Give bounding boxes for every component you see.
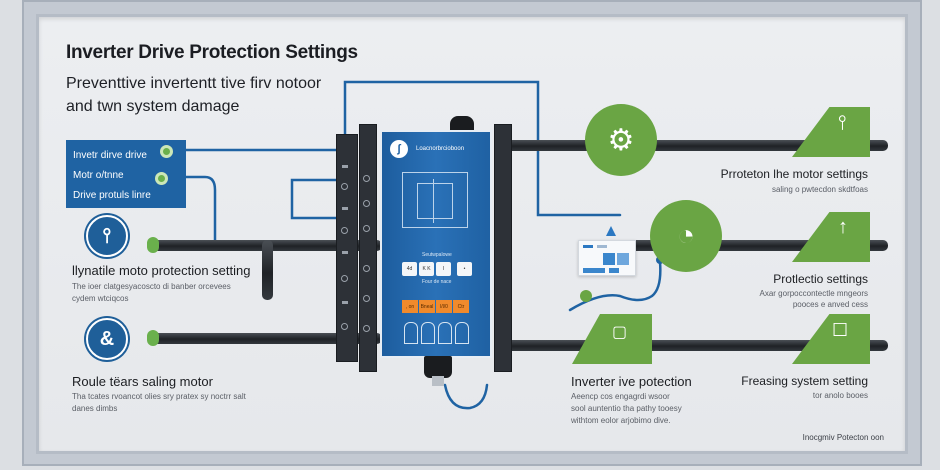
device-connector-top bbox=[450, 116, 474, 134]
desc-line: pooces e anved cess bbox=[792, 300, 868, 309]
function-button[interactable]: Bneal bbox=[419, 300, 435, 313]
fork-glyph: ⫯ bbox=[838, 112, 847, 134]
desc-line: cydem wtciqcos bbox=[72, 294, 129, 303]
footer-note: Inocgmiv Potecton oon bbox=[802, 433, 884, 442]
toggle-knob[interactable] bbox=[160, 145, 173, 158]
device-connector-bottom bbox=[424, 356, 452, 378]
wire-bottom bbox=[443, 383, 489, 410]
terminal-rail bbox=[336, 134, 358, 362]
terminal-rail bbox=[359, 124, 377, 372]
warning-icon bbox=[606, 226, 616, 236]
control-buttons: 4d K K I • bbox=[402, 262, 472, 276]
function-button[interactable]: , on bbox=[402, 300, 418, 313]
gauge-icon: ◔ bbox=[650, 200, 722, 272]
pipe-right-top bbox=[500, 140, 888, 151]
desc-line: Tha tcates rvoancot olies sry pratex sy … bbox=[72, 392, 246, 401]
section-title: Freasing system setting bbox=[741, 374, 868, 388]
brand-logo-icon: ʃ bbox=[390, 140, 408, 158]
setting-row[interactable]: Invetr dirve drive bbox=[73, 147, 179, 164]
setting-label: Drive protuls linre bbox=[73, 190, 151, 201]
motor-icon: & bbox=[86, 318, 128, 360]
output-terminals bbox=[404, 322, 469, 344]
pipe-left-riser bbox=[262, 240, 273, 300]
setting-row[interactable]: Motr o/tnne bbox=[73, 167, 179, 184]
device-brand: Loacnorbrcioboon bbox=[416, 146, 465, 152]
mini-settings-screen[interactable] bbox=[578, 240, 636, 276]
section-title: Prroteton lhe motor settings bbox=[720, 167, 868, 181]
page-title: Inverter Drive Protection Settings bbox=[66, 42, 358, 63]
pipe-connector bbox=[147, 330, 159, 346]
circuit-schematic bbox=[402, 172, 468, 228]
buttons-sublabel: Four de nace bbox=[422, 279, 452, 285]
status-dot bbox=[580, 290, 592, 302]
toggle-knob[interactable] bbox=[155, 172, 168, 185]
subtitle-line: Preventtive invertentt tive firv notoor bbox=[66, 75, 322, 92]
wire-curl bbox=[568, 260, 662, 312]
terminal-rail bbox=[494, 124, 512, 372]
section-title: Roule tëars saling motor bbox=[72, 374, 213, 389]
desc-line: danes dimbs bbox=[72, 404, 118, 413]
pipe-right-mid bbox=[580, 240, 888, 251]
control-button[interactable]: K K bbox=[419, 262, 434, 276]
function-buttons: , on Bneal l/l/0 Ctr bbox=[402, 300, 469, 313]
wrench-icon: ⫯ bbox=[86, 215, 128, 257]
device-glyph: ▢ bbox=[612, 324, 628, 341]
desc-line: withtom eolor arjobimo dive. bbox=[571, 416, 671, 425]
inverter-device: ʃ Loacnorbrcioboon Seutwpalowe 4d K K I … bbox=[380, 130, 492, 358]
section-title: Inverter ive potection bbox=[571, 374, 692, 389]
section-desc: tor anolo booes bbox=[812, 391, 868, 400]
cable-gland bbox=[432, 376, 444, 386]
setting-row[interactable]: Drive protuls linre bbox=[73, 187, 179, 204]
section-title: Protlectio settings bbox=[773, 272, 868, 286]
section-title: llynatile moto protection setting bbox=[72, 263, 251, 278]
section-desc: Aeencp cos engagrdi wsoor sool auntentio… bbox=[571, 391, 682, 427]
section-desc: The ioer clatgesyacoscto di banber orcev… bbox=[72, 281, 231, 305]
setting-label: Invetr dirve drive bbox=[73, 150, 147, 161]
function-button[interactable]: l/l/0 bbox=[436, 300, 452, 313]
hand-glyph: ☐ bbox=[832, 320, 849, 340]
desc-line: sool auntentio tha pathy tooesy bbox=[571, 404, 682, 413]
pipe-right-bottom bbox=[500, 340, 888, 351]
wire-motor bbox=[184, 175, 217, 247]
wire-top bbox=[184, 80, 622, 217]
setting-label: Motr o/tnne bbox=[73, 170, 124, 181]
subtitle-line: and twn system damage bbox=[66, 98, 240, 115]
control-button[interactable]: 4d bbox=[402, 262, 417, 276]
wire-loop bbox=[290, 178, 352, 220]
section-desc: Tha tcates rvoancot olies sry pratex sy … bbox=[72, 391, 246, 415]
control-button[interactable]: I bbox=[436, 262, 451, 276]
section-desc: Axar gorpoccontectle mngeors pooces e an… bbox=[760, 288, 869, 310]
function-button[interactable]: Ctr bbox=[453, 300, 469, 313]
pipe-connector bbox=[147, 237, 159, 253]
gear-icon: ⚙ bbox=[585, 104, 657, 176]
control-button[interactable]: • bbox=[457, 262, 472, 276]
section-desc: saling o pwtecdon skdtfoas bbox=[771, 185, 868, 194]
pipe-left-lower bbox=[150, 333, 382, 344]
desc-line: The ioer clatgesyacoscto di banber orcev… bbox=[72, 282, 231, 291]
page-subtitle: Preventtive invertentt tive firv notoor … bbox=[66, 72, 336, 118]
hook-glyph: ↑ bbox=[838, 216, 848, 238]
desc-line: Axar gorpoccontectle mngeors bbox=[759, 289, 869, 298]
desc-line: Aeencp cos engagrdi wsoor bbox=[571, 392, 670, 401]
buttons-label: Seutwpalowe bbox=[422, 252, 452, 258]
